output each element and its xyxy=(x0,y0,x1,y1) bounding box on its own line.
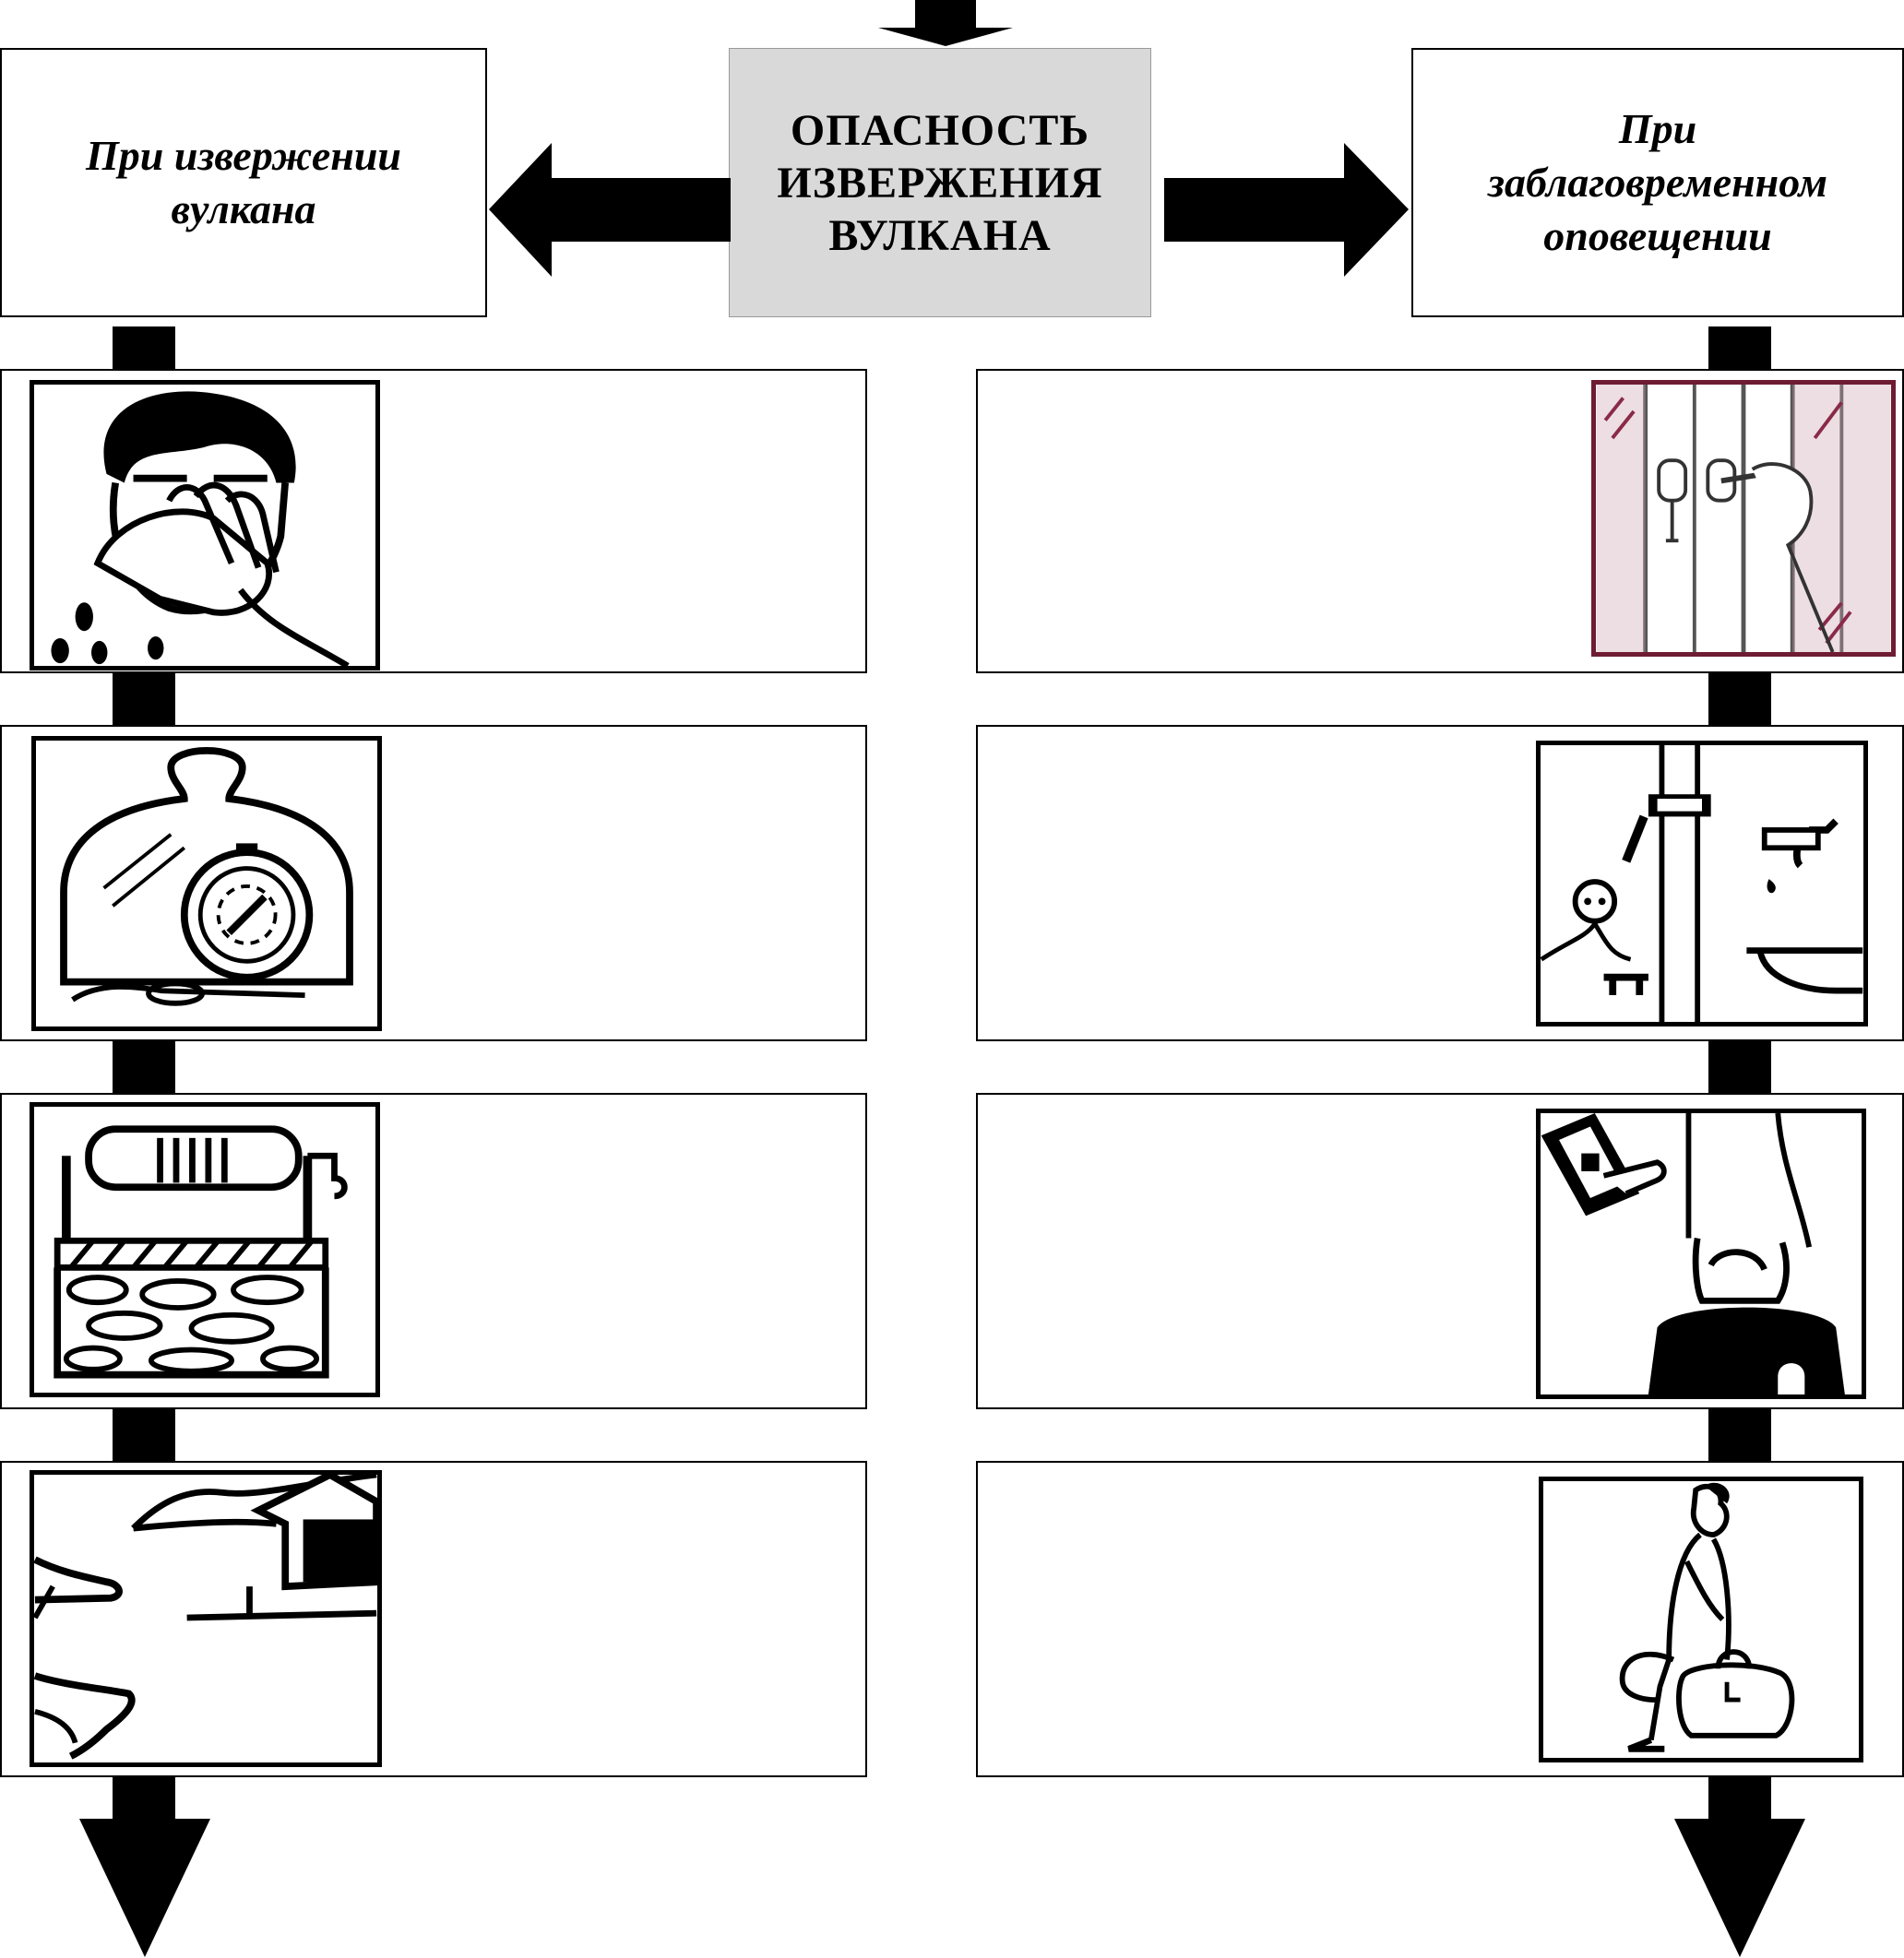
covered-items-icon xyxy=(31,736,382,1031)
evacuation-person-icon xyxy=(1539,1477,1863,1762)
right-step-box-1 xyxy=(976,369,1904,673)
utilities-off-icon xyxy=(1536,741,1868,1026)
left-connector xyxy=(113,1776,175,1822)
center-title: ОПАСНОСТЬ ИЗВЕРЖЕНИЯ ВУЛКАНА xyxy=(777,105,1103,260)
right-bottom-arrow xyxy=(1674,1819,1805,1957)
right-step-box-4 xyxy=(976,1461,1904,1777)
left-step-box-2 xyxy=(0,725,867,1041)
right-connector xyxy=(1708,326,1771,371)
face-cover-icon xyxy=(30,380,380,670)
right-connector xyxy=(1708,1776,1771,1822)
left-arrow xyxy=(489,143,731,277)
documents-bag-icon xyxy=(1536,1109,1866,1399)
left-connector xyxy=(113,671,175,727)
right-step-box-3 xyxy=(976,1093,1904,1409)
left-connector xyxy=(113,1039,175,1095)
left-connector xyxy=(113,1407,175,1463)
right-arrow xyxy=(1164,143,1409,277)
left-step-box-4 xyxy=(0,1461,867,1777)
right-connector xyxy=(1708,1039,1771,1095)
left-bottom-arrow xyxy=(79,1819,210,1957)
running-person-icon xyxy=(30,1470,382,1767)
left-title-box: При извержении вулкана xyxy=(0,48,487,317)
right-title: При заблаговременном оповещении xyxy=(1488,105,1827,259)
right-connector xyxy=(1708,1407,1771,1463)
top-down-arrow xyxy=(878,0,1013,46)
left-step-box-3 xyxy=(0,1093,867,1409)
close-window-icon xyxy=(1591,380,1896,657)
covered-well-icon xyxy=(30,1102,380,1397)
left-title: При извержении вулкана xyxy=(86,132,401,232)
right-step-box-2 xyxy=(976,725,1904,1041)
right-title-box: При заблаговременном оповещении xyxy=(1411,48,1904,317)
center-title-box: ОПАСНОСТЬ ИЗВЕРЖЕНИЯ ВУЛКАНА xyxy=(729,48,1151,317)
left-connector xyxy=(113,326,175,371)
left-step-box-1 xyxy=(0,369,867,673)
